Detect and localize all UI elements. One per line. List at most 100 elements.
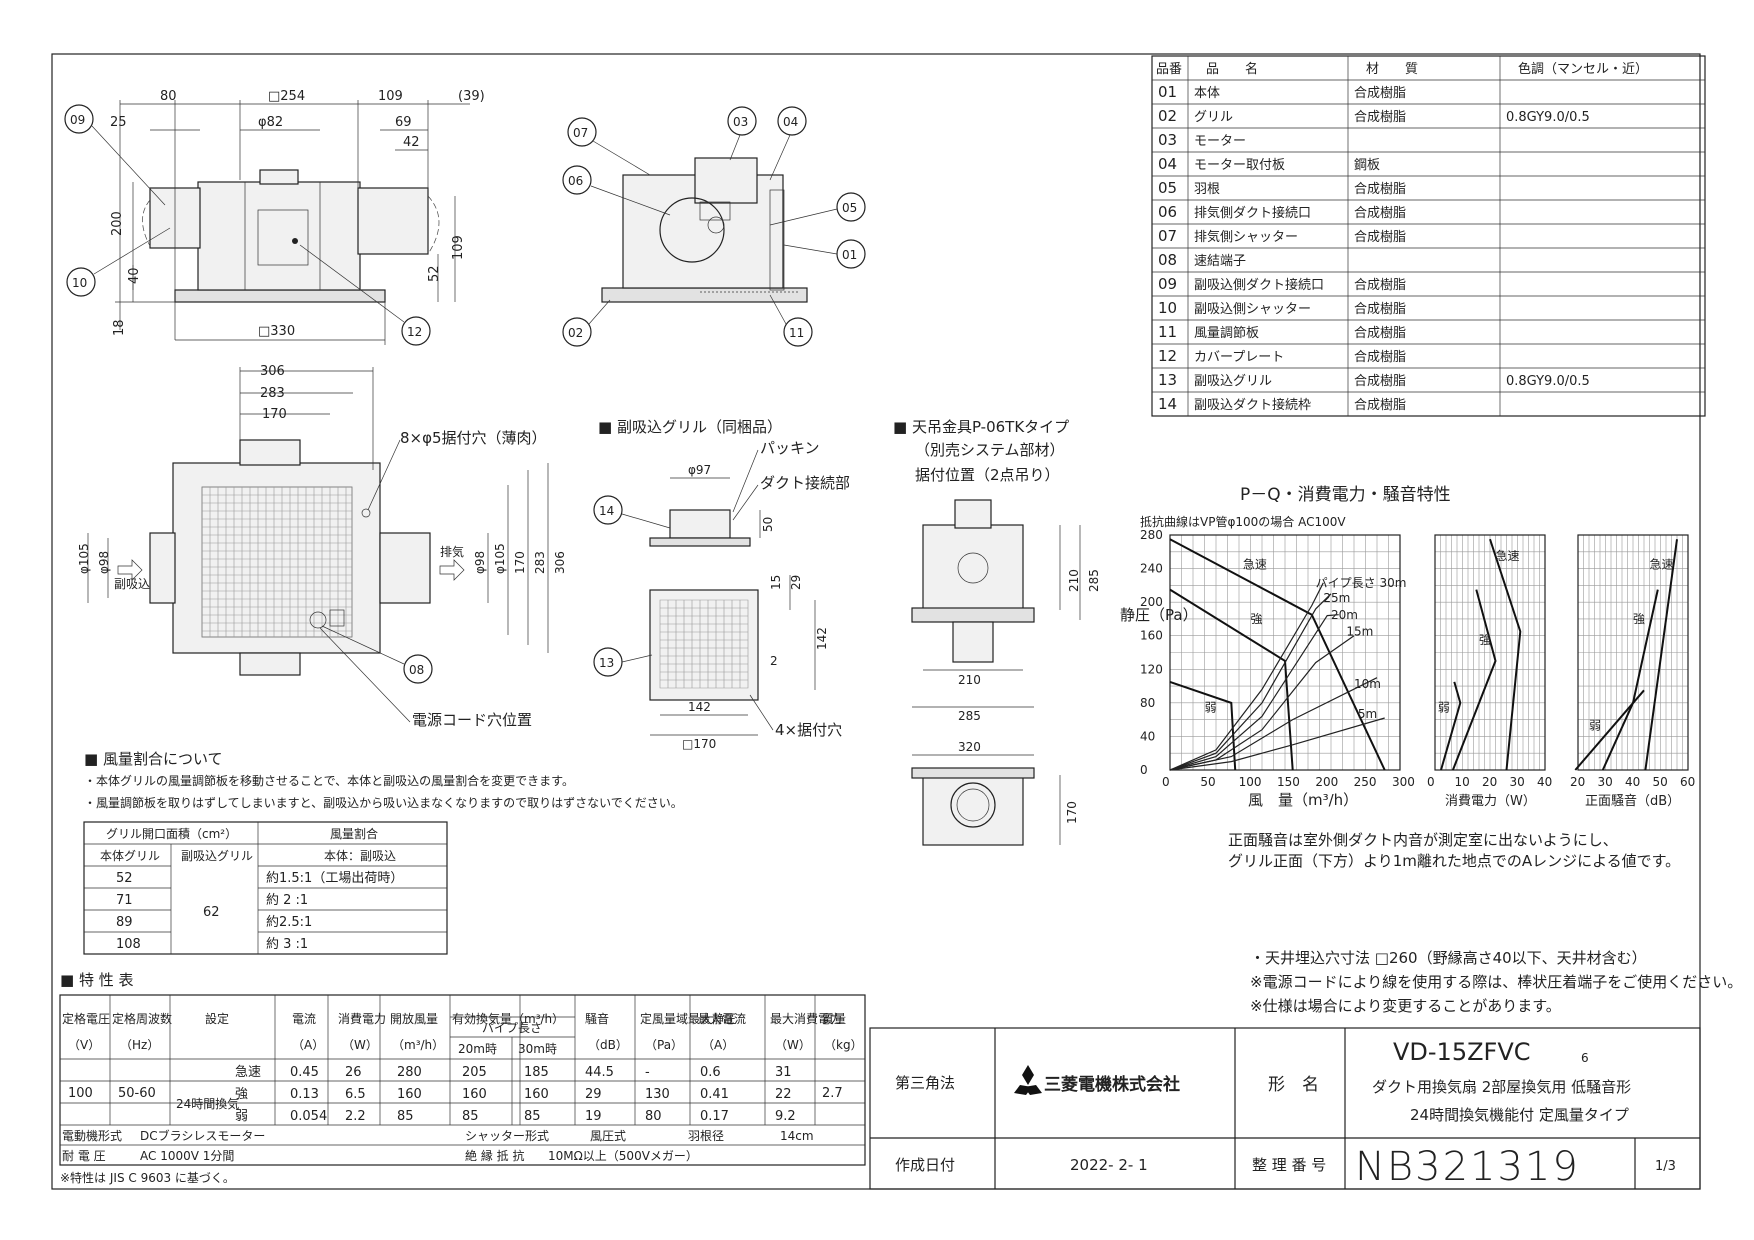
series-line	[1169, 717, 1385, 771]
spec-insulation-label: 絶 縁 抵 抗	[465, 1148, 524, 1163]
hanger-view: ■ 天吊金具P-06TKタイプ （別売システム部材） 据付位置（2点吊り） 21…	[893, 418, 1101, 846]
spec-footnote: ※特性は JIS C 9603 に基づく。	[60, 1170, 235, 1185]
note-noise-1: 正面騒音は室外側ダクト内音が測定室に出ないようにし、	[1228, 831, 1618, 849]
dim-front-39: (39)	[458, 89, 485, 104]
spec-shutter-value: 風圧式	[590, 1129, 626, 1143]
exhaust-arrow-icon	[439, 559, 465, 581]
series-label: 強	[1251, 612, 1263, 626]
x-tick-label: 10	[1455, 775, 1470, 789]
parts-header: 品番	[1156, 62, 1182, 77]
hanger-position: 据付位置（2点吊り）	[915, 466, 1060, 484]
y-tick-label: 120	[1140, 662, 1163, 676]
spec-blade-value: 14cm	[780, 1129, 814, 1143]
dim-front-40: 40	[127, 267, 142, 284]
x-tick-label: 250	[1354, 775, 1377, 789]
spec-cell: 185	[524, 1065, 549, 1080]
spec-header: 騒音	[585, 1011, 609, 1026]
parts-cell: カバープレート	[1194, 350, 1284, 365]
install-holes-label: 4×据付穴	[775, 721, 842, 739]
chart-frame	[1577, 534, 1689, 771]
parts-cell: 副吸込側シャッター	[1194, 302, 1311, 317]
spec-unit: （m³/h）	[392, 1038, 444, 1052]
callout-07: 07	[573, 126, 588, 140]
parts-cell: 13	[1158, 371, 1177, 389]
chart-title: P－Q・消費電力・騒音特性	[1240, 485, 1451, 505]
airflow-ratio-value: 約2.5:1	[266, 915, 312, 930]
parts-cell: 01	[1158, 83, 1177, 101]
series-label: 25m	[1323, 591, 1350, 605]
dim-front-52: 52	[427, 265, 442, 282]
spec-unit: （W）	[775, 1038, 811, 1052]
mitsubishi-logo-icon	[1014, 1065, 1042, 1095]
spec-cell: 130	[645, 1087, 670, 1102]
front-elevation-view: 80 □254 109 (39) 25 φ82 69 42 200 40 52 …	[64, 89, 485, 346]
spec-unit: （A）	[702, 1038, 734, 1052]
y-tick-label: 200	[1140, 595, 1163, 609]
x-tick-label: 30	[1510, 775, 1525, 789]
spec-unit: （Hz）	[120, 1038, 159, 1052]
dim-front-18: 18	[112, 319, 127, 336]
spec-cell: 22	[775, 1087, 792, 1102]
dim-front-25: 25	[110, 115, 127, 130]
dim-front-109: 109	[378, 89, 403, 104]
spec-header: 有効換気量（m³/h）	[452, 1011, 564, 1026]
parts-cell: 鋼板	[1354, 158, 1380, 173]
parts-cell: 0.8GY9.0/0.5	[1506, 374, 1590, 389]
parts-cell: 07	[1158, 227, 1177, 245]
callout-03: 03	[733, 115, 748, 129]
hanger-subtitle: （別売システム部材）	[915, 441, 1065, 459]
series-line	[1169, 538, 1386, 771]
series-label: パイプ長さ 30m	[1316, 576, 1407, 590]
parts-cell: 12	[1158, 347, 1177, 365]
parts-cell: 合成樹脂	[1354, 302, 1406, 317]
spec-cell: -	[645, 1065, 650, 1080]
parts-cell: グリル	[1194, 110, 1233, 125]
parts-cell: 副吸込グリル	[1194, 374, 1272, 389]
series-line	[1440, 681, 1462, 771]
spec-insulation-value: 10MΩ以上（500Vメガー）	[548, 1149, 698, 1163]
dim-grille-29: 29	[789, 575, 803, 590]
dim-grille-170: □170	[682, 737, 716, 751]
airflow-sub-sub: 副吸込グリル	[181, 849, 253, 863]
spec-cell: 85	[462, 1109, 479, 1124]
airflow-note-2: ・風量調節板を取りはずしてしまいますと、副吸込から吸い込まなくなりますので取りは…	[84, 795, 683, 810]
dim-plan-phi105-r: φ105	[493, 543, 507, 574]
x-tick-label: 0	[1162, 775, 1170, 789]
dim-front-330: □330	[258, 324, 295, 339]
dim-plan-306: 306	[553, 551, 567, 574]
hanger-title: ■ 天吊金具P-06TKタイプ	[893, 418, 1069, 436]
x-tick-label: 0	[1427, 775, 1435, 789]
spec-cell: 160	[462, 1087, 487, 1102]
dim-plan-283: 283	[260, 386, 285, 401]
spec-cell: 2.2	[345, 1109, 366, 1124]
spec-header: 最大電流	[698, 1012, 746, 1026]
series-line	[1451, 589, 1497, 771]
spec-cell: 弱	[235, 1109, 248, 1124]
section-view: 07 03 04 06 05 01 02 11	[562, 106, 866, 347]
callout-06: 06	[568, 174, 583, 188]
parts-cell: 速結端子	[1194, 254, 1246, 269]
dim-hanger-210h: 210	[958, 673, 981, 687]
dim-front-109b: 109	[451, 235, 466, 260]
y-tick-label: 160	[1140, 629, 1163, 643]
parts-cell: 合成樹脂	[1354, 86, 1406, 101]
y-tick-label: 240	[1140, 562, 1163, 576]
dim-grille-phi97: φ97	[688, 463, 711, 477]
parts-cell: 副吸込ダクト接続枠	[1194, 397, 1311, 413]
drawing-number-label: 整 理 番 号	[1252, 1156, 1326, 1174]
spec-unit: （dB）	[588, 1038, 628, 1052]
airflow-note-1: ・本体グリルの風量調節板を移動させることで、本体と副吸込の風量割合を変更できます…	[84, 773, 574, 788]
spec-cell: 29	[585, 1087, 602, 1102]
parts-cell: 05	[1158, 179, 1177, 197]
airflow-head-area: グリル開口面積（cm²）	[106, 826, 237, 841]
airflow-sub-main: 本体グリル	[100, 849, 160, 863]
sub-grille-title: ■ 副吸込グリル（同梱品）	[598, 418, 782, 436]
dim-plan-283: 283	[533, 551, 547, 574]
chart-note: 抵抗曲線はVP管φ100の場合 AC100V	[1140, 514, 1346, 529]
spec-unit: （W）	[342, 1038, 378, 1052]
parts-cell: 副吸込側ダクト接続口	[1194, 277, 1324, 293]
chart-power-xlabel: 消費電力（W）	[1445, 794, 1536, 809]
airflow-ratio-value: 約 3 :1	[266, 937, 308, 952]
